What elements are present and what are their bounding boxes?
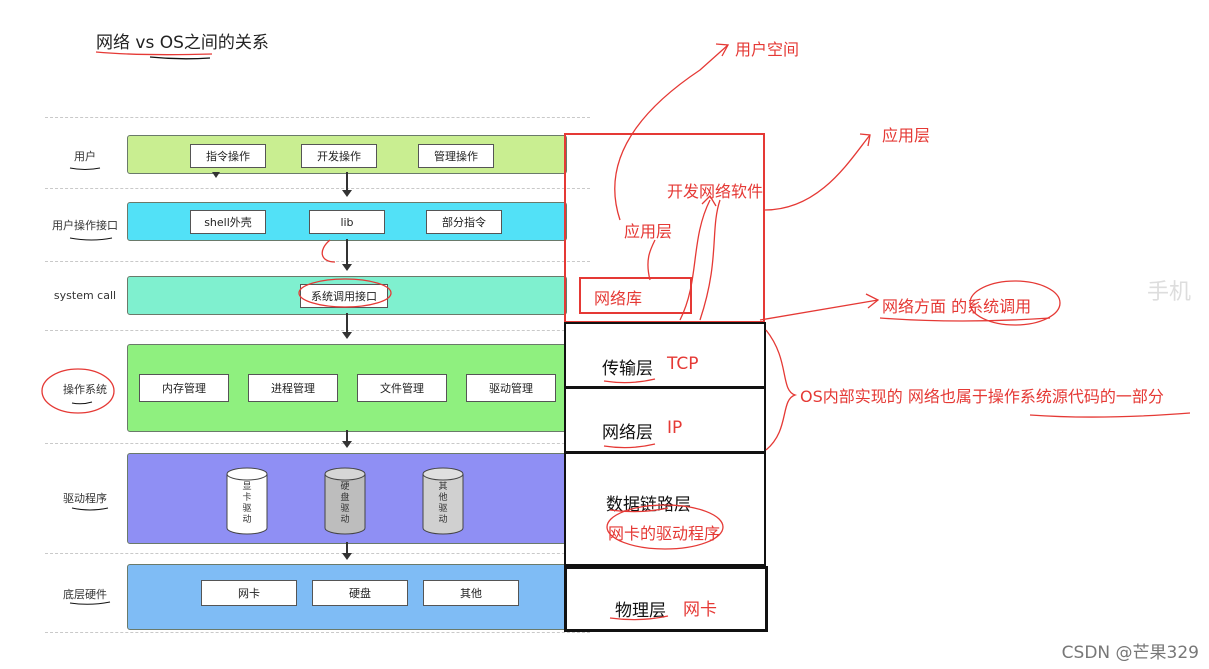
net-syscall-note: 网络方面 的系统调用 xyxy=(882,297,1032,316)
row-label-os: 操作系统 xyxy=(63,383,107,396)
divider xyxy=(45,632,590,633)
other-driver-label: 其他驱动 xyxy=(438,482,448,525)
divider xyxy=(45,553,590,554)
network-layer-name: 网络层 xyxy=(602,423,653,443)
side-text: 手机 xyxy=(1147,280,1192,305)
divider xyxy=(45,188,590,189)
app-layer-label: 应用层 xyxy=(624,222,673,241)
net-lib-box xyxy=(579,277,692,314)
memory-mgmt-box: 内存管理 xyxy=(139,374,229,402)
page-title: 网络 vs OS之间的关系 xyxy=(96,33,269,53)
flow-arrow-head xyxy=(342,441,352,448)
physical-layer-name: 物理层 xyxy=(615,601,666,621)
disk-driver-label: 硬盘驱动 xyxy=(340,482,350,525)
divider xyxy=(45,261,590,262)
os-impl-note: OS内部实现的 网络也属于操作系统源代码的一部分 xyxy=(800,387,1164,406)
flow-arrow-head xyxy=(342,264,352,271)
other-driver-cylinder xyxy=(422,467,464,535)
physical-layer: 物理层 网卡 xyxy=(564,566,768,632)
command-op-box: 指令操作 xyxy=(190,144,266,168)
transport-layer-name: 传输层 xyxy=(602,359,653,379)
net-lib-label: 网络库 xyxy=(594,289,643,308)
row-label-user: 用户 xyxy=(74,150,96,163)
file-mgmt-box: 文件管理 xyxy=(357,374,447,402)
other-hw-box: 其他 xyxy=(423,580,519,606)
flow-arrow xyxy=(346,542,348,554)
flow-arrow-head xyxy=(342,553,352,560)
lib-box: lib xyxy=(309,210,385,234)
row-label-system-call: system call xyxy=(53,289,117,302)
physical-nic-note: 网卡 xyxy=(683,600,717,620)
disk-driver-cylinder xyxy=(324,467,366,535)
driver-mgmt-box: 驱动管理 xyxy=(466,374,556,402)
divider xyxy=(45,443,590,444)
dev-net-software-label: 开发网络软件 xyxy=(667,182,764,201)
dev-op-box: 开发操作 xyxy=(301,144,377,168)
nic-driver-note: 网卡的驱动程序 xyxy=(608,524,721,543)
small-arrow-head xyxy=(212,172,220,178)
divider xyxy=(45,330,590,331)
admin-op-box: 管理操作 xyxy=(418,144,494,168)
display-driver-label: 显卡驱动 xyxy=(242,482,252,525)
user-space-note: 用户空间 xyxy=(735,40,800,59)
row-label-user-interface: 用户操作接口 xyxy=(52,219,118,232)
watermark: CSDN @芒果329 xyxy=(1061,643,1199,663)
transport-layer: 传输层 TCP xyxy=(564,322,766,388)
disk-box: 硬盘 xyxy=(312,580,408,606)
flow-arrow xyxy=(346,239,348,265)
nic-box: 网卡 xyxy=(201,580,297,606)
divider xyxy=(45,117,590,118)
row-label-hardware: 底层硬件 xyxy=(63,588,107,601)
flow-arrow xyxy=(346,430,348,442)
flow-arrow xyxy=(346,313,348,333)
transport-protocol: TCP xyxy=(667,354,699,374)
partial-cmd-box: 部分指令 xyxy=(426,210,502,234)
network-protocol: IP xyxy=(667,418,683,438)
display-driver-cylinder xyxy=(226,467,268,535)
app-layer-note: 应用层 xyxy=(882,126,931,145)
flow-arrow-head xyxy=(342,332,352,339)
shell-box: shell外壳 xyxy=(190,210,266,234)
row-label-driver: 驱动程序 xyxy=(63,492,107,505)
process-mgmt-box: 进程管理 xyxy=(248,374,338,402)
network-layer: 网络层 IP xyxy=(564,387,766,453)
flow-arrow-head xyxy=(342,190,352,197)
flow-arrow xyxy=(346,172,348,192)
